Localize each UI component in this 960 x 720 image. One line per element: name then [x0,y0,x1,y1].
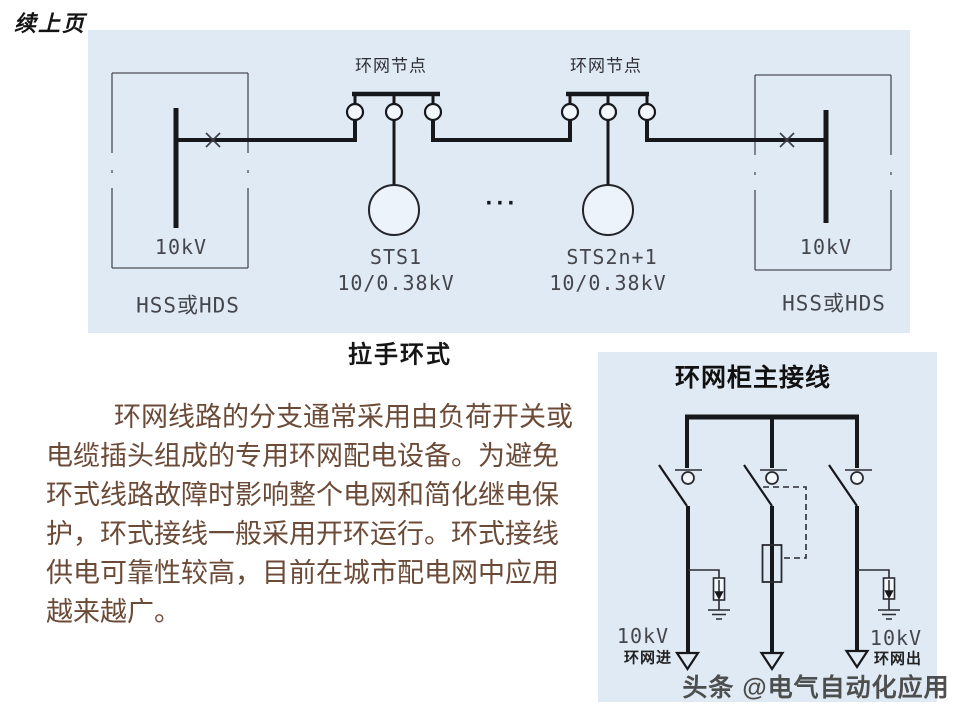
outgoing-voltage: 10kV [869,626,923,650]
continued-label: 续上页 [14,11,87,36]
ring-network-canvas [111,72,892,271]
ground-icons [708,609,900,620]
watermark-text: 头条 @电气自动化应用 [682,674,950,702]
fuse-box [761,544,783,583]
arrester-branches [688,569,890,610]
paragraph-line: 环网线路的分支通常采用由负荷开关或 [114,402,573,432]
transformer-circles [368,184,634,236]
ring-network-diagram: 环网节点 环网节点 10kV 10kV HSS或HDS HSS或HDS STS1… [88,30,910,333]
right-station-voltage: 10kV [799,235,853,259]
incoming-voltage: 10kV [616,624,670,648]
load-switch-circles [345,102,657,122]
contact-circles [681,471,864,485]
transformer-2-name: STS2n+1 [566,245,658,269]
right-station-name: HSS或HDS [782,291,886,316]
ring-feeder-lines [176,120,826,142]
transformer-1-ratio: 10/0.38kV [337,271,455,295]
ring-cabinet-diagram: 环网柜主接线 10kV 环网进 10kV 环网出 [598,352,937,702]
transformer-1-name: STS1 [369,245,423,269]
arrester-boxes [712,577,896,601]
left-station-name: HSS或HDS [136,293,240,318]
paragraph-line: 越来越广。 [46,597,181,627]
paragraph-line: 电缆插头组成的专用环网配电设备。为避免 [46,441,559,471]
paragraph-line: 供电可靠性较高，目前在城市配电网中应用 [46,558,559,588]
transformer-2-ratio: 10/0.38kV [549,271,667,295]
ring-cabinet-canvas [658,414,900,672]
right-station-box [754,74,892,271]
outgoing-label: 环网出 [873,650,923,668]
feeder-arrow-icons [674,649,870,672]
diagram-caption: 拉手环式 [348,341,452,369]
ring-node-label-2: 环网节点 [570,56,642,76]
cabinet-drops [685,415,859,468]
ring-node-label-1: 环网节点 [355,56,427,76]
body-paragraph: 环网线路的分支通常采用由负荷开关或 电缆插头组成的专用环网配电设备。为避免 环式… [46,398,602,632]
interlock-dashed-line [763,486,807,559]
breaker-x-icons [205,132,795,148]
left-station-voltage: 10kV [154,235,208,259]
incoming-label: 环网进 [623,649,673,667]
left-station-box [111,72,249,269]
cabinet-title: 环网柜主接线 [674,364,832,392]
ellipsis-dots: ··· [485,190,519,217]
station-busbars [173,108,829,228]
paragraph-line: 环式线路故障时影响整个电网和简化继电保 [46,480,559,510]
cabinet-feeder-lines [686,506,859,654]
arrester-arrow-icons [714,580,894,600]
paragraph-line: 护，环式接线一般采用开环运行。环式接线 [46,519,559,549]
switch-blades [658,464,858,507]
